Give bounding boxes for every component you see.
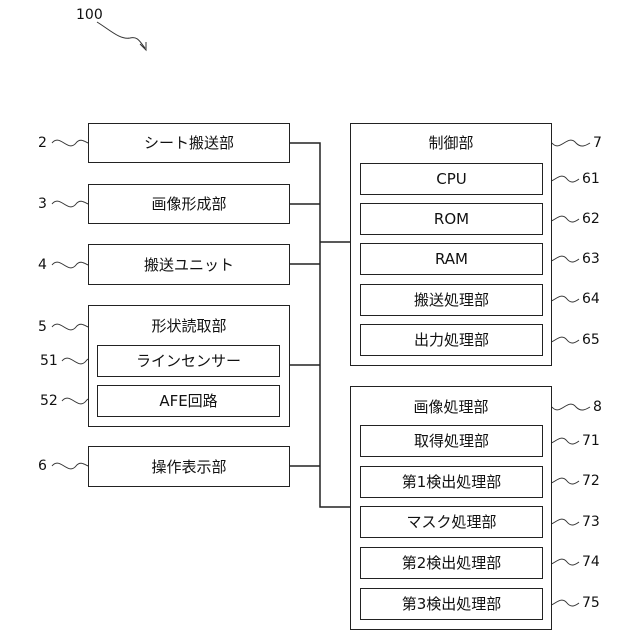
block-label: 出力処理部 [361, 333, 542, 348]
image-forming-block: 画像形成部 [88, 184, 290, 224]
ref-62: 62 [582, 212, 600, 226]
leader-5 [52, 324, 88, 330]
ref-72: 72 [582, 474, 600, 488]
ref-6: 6 [38, 459, 47, 473]
block-label: シート搬送部 [89, 136, 289, 151]
ref-4: 4 [38, 258, 47, 272]
ref-61: 61 [582, 172, 600, 186]
figure-ref-leader [97, 22, 145, 48]
ref-52: 52 [40, 394, 58, 408]
operation-display-block: 操作表示部 [88, 446, 290, 487]
ref-65: 65 [582, 333, 600, 347]
block-label: 第1検出処理部 [361, 475, 542, 490]
block-label: 第3検出処理部 [361, 597, 542, 612]
second-detection-processing-block: 第2検出処理部 [360, 547, 543, 579]
mask-processing-block: マスク処理部 [360, 506, 543, 538]
conveyance-unit-block: 搬送ユニット [88, 244, 290, 285]
leader-6 [52, 463, 88, 469]
ref-63: 63 [582, 252, 600, 266]
output-processing-block: 出力処理部 [360, 324, 543, 356]
block-label: 搬送ユニット [89, 258, 289, 273]
ref-75: 75 [582, 596, 600, 610]
ref-5: 5 [38, 320, 47, 334]
ref-3: 3 [38, 197, 47, 211]
block-label: 画像形成部 [89, 197, 289, 212]
block-label: AFE回路 [98, 394, 279, 409]
block-label: 取得処理部 [361, 434, 542, 449]
first-detection-processing-block: 第1検出処理部 [360, 466, 543, 498]
block-label: 画像処理部 [351, 400, 551, 415]
leader-3 [52, 201, 88, 207]
ref-51: 51 [40, 354, 58, 368]
leader-8 [552, 404, 590, 410]
line-sensor-block: ラインセンサー [97, 345, 280, 377]
ref-2: 2 [38, 136, 47, 150]
leader-4 [52, 262, 88, 268]
bus-line [290, 143, 350, 507]
ref-74: 74 [582, 555, 600, 569]
block-label: 第2検出処理部 [361, 556, 542, 571]
ram-block: RAM [360, 243, 543, 275]
ref-8: 8 [593, 400, 602, 414]
ref-7: 7 [593, 136, 602, 150]
conveyance-processing-block: 搬送処理部 [360, 284, 543, 316]
block-label: 搬送処理部 [361, 293, 542, 308]
acquisition-processing-block: 取得処理部 [360, 425, 543, 457]
figure-ref-number: 100 [76, 8, 103, 22]
block-label: 操作表示部 [89, 460, 289, 475]
third-detection-processing-block: 第3検出処理部 [360, 588, 543, 620]
ref-73: 73 [582, 515, 600, 529]
cpu-block: CPU [360, 163, 543, 195]
block-label: ROM [361, 212, 542, 227]
block-label: CPU [361, 172, 542, 187]
block-label: 制御部 [351, 136, 551, 151]
rom-block: ROM [360, 203, 543, 235]
ref-64: 64 [582, 292, 600, 306]
block-label: 形状読取部 [89, 319, 289, 334]
block-label: ラインセンサー [98, 354, 279, 369]
sheet-conveyance-block: シート搬送部 [88, 123, 290, 163]
afe-circuit-block: AFE回路 [97, 385, 280, 417]
ref-71: 71 [582, 434, 600, 448]
block-label: RAM [361, 252, 542, 267]
leader-7 [552, 140, 590, 146]
leader-2 [52, 140, 88, 146]
block-label: マスク処理部 [361, 515, 542, 530]
